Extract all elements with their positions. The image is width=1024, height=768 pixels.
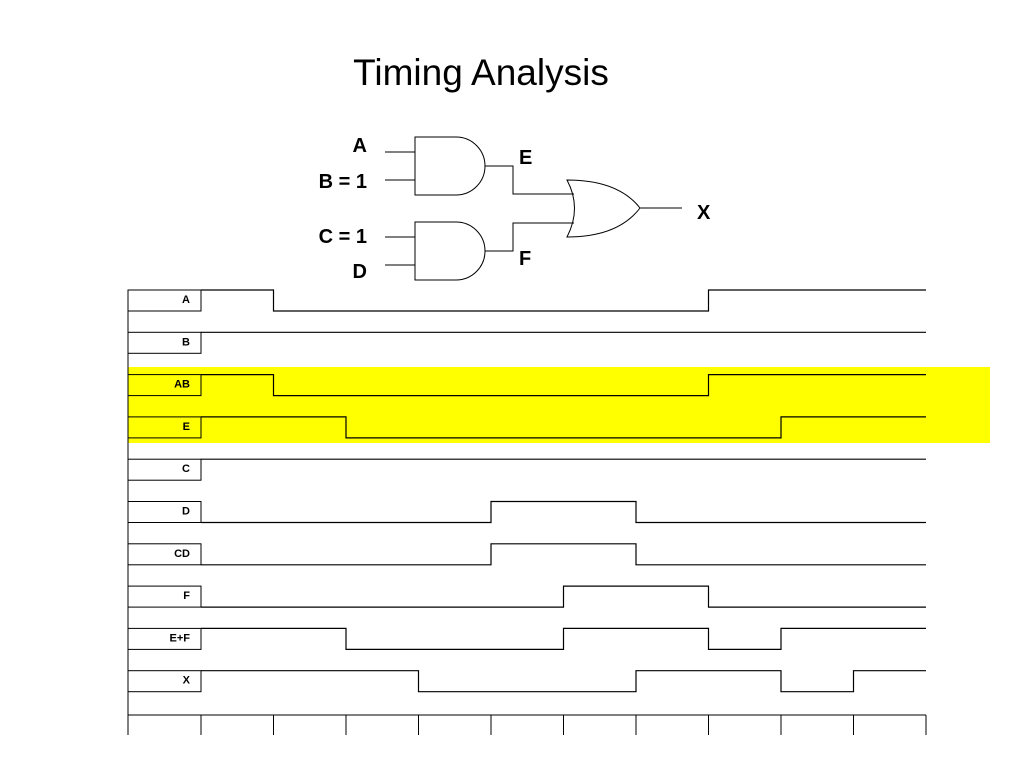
signal-waveform <box>201 416 926 439</box>
signal-label: C <box>182 463 190 475</box>
signal-label-box <box>127 416 202 439</box>
slide-title: Timing Analysis <box>353 52 609 93</box>
signal-waveform <box>201 289 926 312</box>
signal-label-box <box>127 289 202 312</box>
signal-waveform <box>201 500 926 524</box>
logic-circuit <box>385 136 682 281</box>
label-input-d: D <box>353 261 367 283</box>
label-input-a: A <box>353 135 367 157</box>
label-node-f: F <box>519 248 531 270</box>
label-output-x: X <box>697 202 711 224</box>
signal-waveform <box>201 627 926 650</box>
signal-label: B <box>182 336 190 348</box>
highlight-band <box>128 367 990 443</box>
wire-e <box>485 165 574 195</box>
signal-label: X <box>183 675 191 687</box>
signal-label-box <box>127 374 202 397</box>
signal-label-box <box>127 585 202 608</box>
signal-waveform <box>201 543 926 566</box>
and-gate-2 <box>414 221 486 281</box>
signal-label-box <box>127 458 202 481</box>
signal-label-box <box>127 331 202 354</box>
signal-label: E+F <box>170 632 191 644</box>
signal-label: AB <box>174 379 190 391</box>
and-gate-1 <box>414 136 486 196</box>
wire-f <box>485 222 574 252</box>
signal-label: A <box>182 294 190 306</box>
label-input-b: B = 1 <box>319 171 367 193</box>
signal-label: D <box>182 506 190 518</box>
signal-label: CD <box>174 548 190 560</box>
label-input-c: C = 1 <box>319 226 367 248</box>
signal-label-box <box>127 670 202 693</box>
signal-waveform <box>201 670 926 693</box>
signal-label: E <box>183 421 190 433</box>
signal-label-box <box>127 501 202 523</box>
signal-label-box <box>127 627 202 650</box>
signal-label-box <box>127 543 202 566</box>
signal-waveform <box>201 374 926 397</box>
signal-label: F <box>183 590 190 602</box>
label-node-e: E <box>519 147 532 169</box>
or-gate <box>566 179 641 238</box>
signal-waveform <box>201 585 926 608</box>
